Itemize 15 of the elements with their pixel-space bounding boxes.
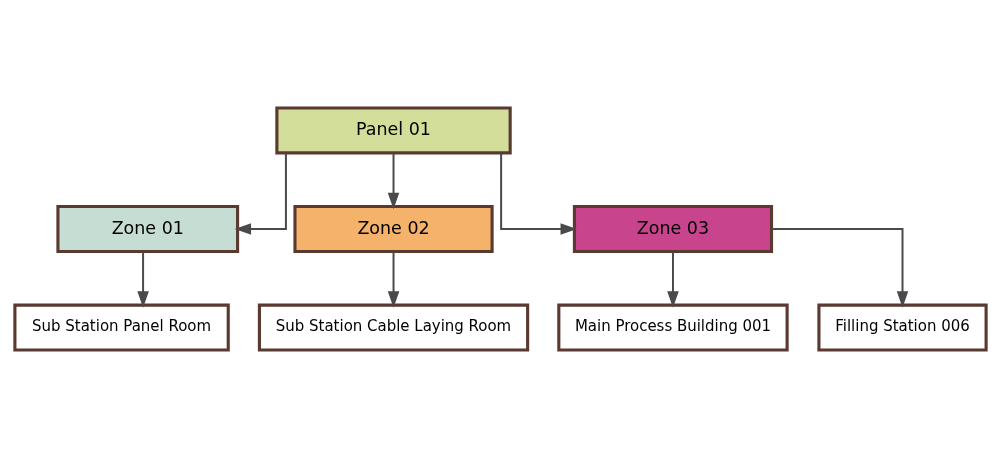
arrow (770, 227, 909, 308)
node-box: Filling Station 006 (817, 303, 988, 352)
node-box: Sub Station Cable Laying Room (257, 303, 530, 352)
arrow (137, 250, 149, 308)
arrow (387, 250, 400, 308)
node-box: Panel 01 (275, 105, 512, 154)
arrow (234, 151, 287, 235)
node-box: Zone 01 (56, 204, 240, 253)
node-box: Zone 02 (293, 204, 494, 253)
arrow (387, 151, 400, 209)
node-box: Main Process Building 001 (557, 303, 789, 352)
arrow (500, 151, 578, 235)
node-box: Zone 03 (572, 204, 774, 253)
node-box: Sub Station Panel Room (13, 303, 230, 352)
arrow (667, 250, 679, 308)
